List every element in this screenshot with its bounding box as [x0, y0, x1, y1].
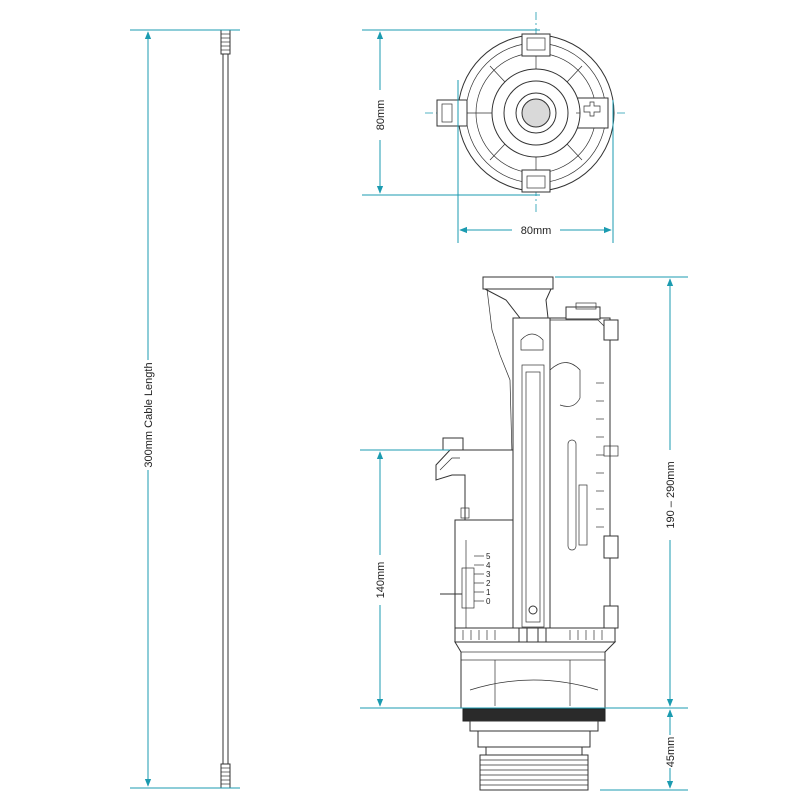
top-height-label: 80mm: [375, 100, 387, 131]
cable-length-label: 300mm Cable Length: [143, 362, 155, 467]
height-range-label: 190 – 290mm: [665, 461, 677, 528]
scale-mark-1: 1: [486, 588, 491, 597]
scale-mark-5: 5: [486, 552, 491, 561]
flush-height-dimension: 140mm: [360, 449, 460, 709]
collar-ribs: [462, 630, 603, 640]
side-view-drawing: 5 4 3 2 1 0: [435, 276, 619, 791]
height-range-dimension: 190 – 290mm: [460, 276, 688, 709]
scale-mark-4: 4: [486, 561, 491, 570]
scale-mark-0: 0: [486, 597, 491, 606]
left-scale-ticks: [474, 555, 484, 602]
thread-lines: [480, 759, 588, 786]
scale-mark-3: 3: [486, 570, 491, 579]
top-width-label: 80mm: [521, 225, 552, 237]
scale-mark-2: 2: [486, 579, 491, 588]
right-scale-ticks: [596, 382, 604, 528]
top-width-dimension: 80mm: [457, 80, 614, 243]
top-height-dimension: 80mm: [362, 29, 540, 196]
cable-length-dimension: 300mm Cable Length: [130, 29, 240, 789]
thread-height-dimension: 45mm: [600, 709, 688, 791]
flush-height-label: 140mm: [375, 562, 387, 599]
cable-drawing: [220, 29, 231, 789]
thread-height-label: 45mm: [665, 737, 677, 768]
top-view-drawing: [425, 12, 628, 215]
